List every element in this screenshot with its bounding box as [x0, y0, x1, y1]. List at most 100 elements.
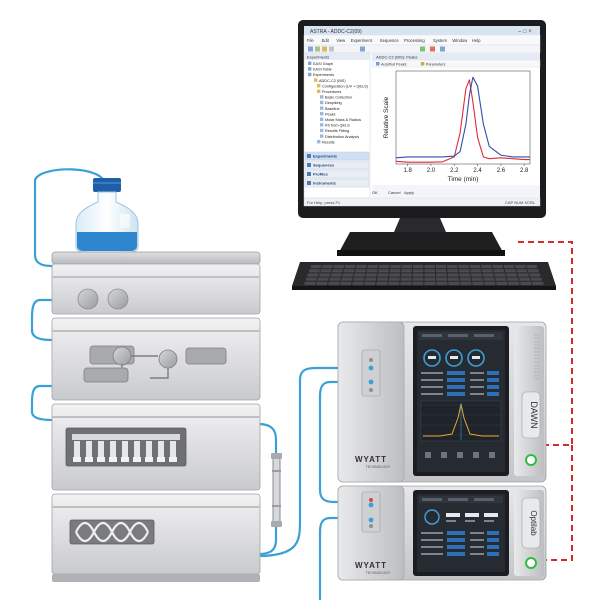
key [317, 277, 329, 281]
dialog-button-ok[interactable]: OK [372, 190, 378, 195]
key [472, 281, 484, 285]
vial [98, 441, 104, 459]
toolbar-button-1[interactable]: Parameters [426, 63, 446, 67]
nav-item-label: Instruments [313, 181, 337, 186]
key [471, 273, 482, 277]
vial [146, 441, 152, 459]
optilab-outlet-tube [318, 516, 372, 600]
to-dawn-tube [256, 366, 372, 558]
key [333, 265, 344, 269]
menu-item-view[interactable]: View [336, 38, 346, 43]
tree-item[interactable]: Baseline [325, 107, 340, 111]
tree-item[interactable]: Configuration (UV + QELS) [322, 84, 369, 88]
tree-item[interactable]: Procedures [322, 90, 342, 94]
key [320, 269, 332, 273]
key [483, 277, 495, 281]
autosampler-link-tube [30, 384, 54, 422]
optilab-brand-sub: TECHNOLOGY [366, 571, 391, 575]
nav-item-experiments[interactable] [304, 151, 370, 161]
toolbar-icon [420, 62, 425, 66]
menu-item-edit[interactable]: Edit [322, 38, 330, 43]
key [424, 281, 436, 285]
vial-base [121, 457, 129, 462]
tree-item[interactable]: Basic Collection [325, 96, 352, 100]
dawn-power-led[interactable] [525, 454, 537, 466]
vial [134, 441, 140, 459]
gauge [445, 349, 463, 367]
autosampler-unit [51, 403, 261, 491]
key [470, 269, 481, 273]
key [494, 273, 506, 277]
key [412, 277, 424, 281]
menu-item-file[interactable]: File [307, 38, 314, 43]
nav-item-instruments[interactable] [304, 178, 370, 188]
key [365, 277, 377, 281]
key [503, 265, 515, 269]
vial-rack [73, 441, 177, 462]
tree-item[interactable]: Experiments [313, 73, 334, 77]
window-controls[interactable]: – □ × [518, 29, 532, 35]
key [459, 273, 471, 277]
tree-item[interactable]: Distribution Analysis [325, 135, 359, 139]
document-tab[interactable]: ADDC-C2 (BIS): Peaks [376, 55, 417, 60]
toolbar-button-0[interactable]: Autofind Peaks [381, 63, 407, 67]
key [436, 277, 448, 281]
key [390, 265, 401, 269]
tree-item[interactable]: Results [322, 140, 335, 144]
key [401, 273, 412, 277]
nav-item-profiles[interactable] [304, 169, 370, 179]
series-line-1 [395, 76, 530, 159]
x-axis-label: Time (min) [448, 176, 479, 183]
menu-item-window[interactable]: Window [452, 38, 468, 43]
nav-item-sequences[interactable] [304, 160, 370, 170]
key [378, 269, 389, 273]
key [344, 265, 356, 269]
nav-item-icon [307, 172, 311, 176]
menu-item-system[interactable]: System [433, 38, 447, 43]
dialog-button-apply[interactable]: Apply [404, 190, 414, 195]
tree-item[interactable]: Rh from QELS [325, 124, 350, 128]
tree-item[interactable]: EASI Table [313, 68, 332, 72]
dawn-detector: WYATT TECHNOLOGY DAWN [337, 321, 547, 483]
menu-item-processing[interactable]: Processing [404, 38, 425, 43]
key [332, 269, 343, 273]
nav-item-label: Experiments [313, 154, 338, 159]
tree-item[interactable]: EASI Graph [313, 62, 333, 66]
key [506, 273, 517, 277]
solvent-tray [51, 251, 261, 265]
tree-item[interactable]: Molar Mass & Radius [325, 118, 361, 122]
optilab-detector: WYATT TECHNOLOGY Optilab [337, 485, 547, 581]
tree-item[interactable]: Despiking [325, 101, 342, 105]
tree-node-icon [320, 106, 324, 110]
key [413, 265, 424, 269]
key [515, 265, 526, 269]
menu-item-sequence[interactable]: Sequence [380, 38, 400, 43]
series-line-0 [395, 79, 530, 163]
dawn-to-optilab-tube [318, 380, 372, 504]
dawn-touchscreen[interactable] [419, 332, 503, 458]
tree-item[interactable]: ADDC-C2 (BIS) [319, 79, 346, 83]
key [343, 269, 355, 273]
tree-item[interactable]: Results Fitting [325, 129, 349, 133]
key [460, 281, 472, 285]
tree-node-icon [320, 112, 324, 116]
key [310, 265, 322, 269]
optilab-power-led[interactable] [525, 557, 537, 569]
key [482, 273, 494, 277]
tree-item[interactable]: Peaks [325, 112, 336, 116]
key [366, 273, 377, 277]
key [458, 269, 470, 273]
menu-item-experiment[interactable]: Experiment [351, 38, 373, 43]
x-tick-label: 2.8 [520, 168, 529, 174]
menu-item-help[interactable]: Help [472, 38, 481, 43]
optilab-touchscreen[interactable] [419, 496, 503, 556]
dialog-button-cancel[interactable]: Cancel [388, 190, 401, 195]
tree-node-icon [308, 61, 312, 65]
dawn-label: DAWN [529, 401, 539, 428]
solvent-tube [33, 168, 107, 268]
key [412, 273, 424, 277]
